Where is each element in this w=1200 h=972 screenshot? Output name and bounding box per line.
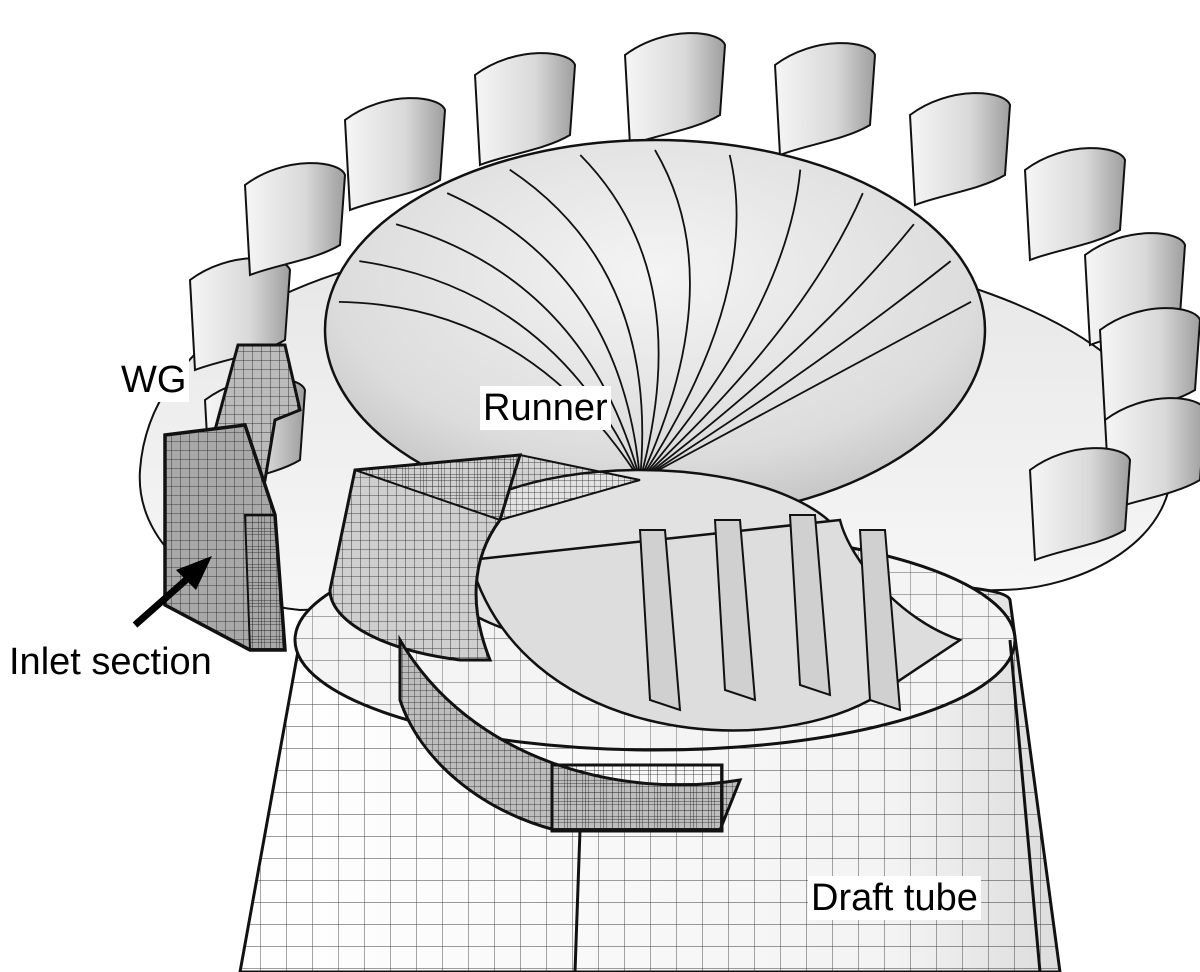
guide-vane — [908, 92, 1012, 207]
runner-blade — [509, 168, 644, 481]
draft-tube-label: Draft tube — [808, 876, 981, 920]
runner-blade — [639, 192, 864, 481]
runner-blade — [639, 260, 952, 481]
guide-vane — [343, 97, 447, 212]
runner — [323, 138, 987, 732]
runner-blade — [338, 300, 641, 481]
runner-blade-lower — [788, 514, 832, 697]
runner-blade — [579, 154, 660, 481]
guide-vane — [188, 257, 292, 372]
runner-passage-mesh — [328, 453, 743, 833]
runner-blade — [359, 260, 641, 481]
runner-blade — [639, 223, 915, 481]
runner-blade — [446, 192, 641, 481]
runner-blade-lower — [713, 519, 757, 702]
inlet-arrow — [132, 556, 212, 628]
runner-blade-lower — [638, 529, 682, 712]
guide-vane — [1028, 447, 1132, 562]
inlet-section-mesh — [163, 423, 287, 652]
runner-blade — [395, 223, 641, 481]
guide-vanes — [188, 32, 1200, 562]
runner-blade — [639, 154, 738, 481]
guide-vane — [773, 42, 877, 157]
guide-vane — [1023, 147, 1127, 262]
inlet-section-label: Inlet section — [6, 640, 215, 684]
wg-label: WG — [118, 358, 190, 402]
guide-vane — [623, 32, 727, 147]
guide-vane — [243, 162, 347, 277]
runner-blade — [639, 169, 802, 481]
runner-blade — [639, 301, 972, 481]
runner-blade-lower — [858, 529, 902, 712]
guide-vane — [473, 52, 577, 167]
runner-label: Runner — [480, 386, 611, 430]
runner-blade — [639, 149, 691, 481]
